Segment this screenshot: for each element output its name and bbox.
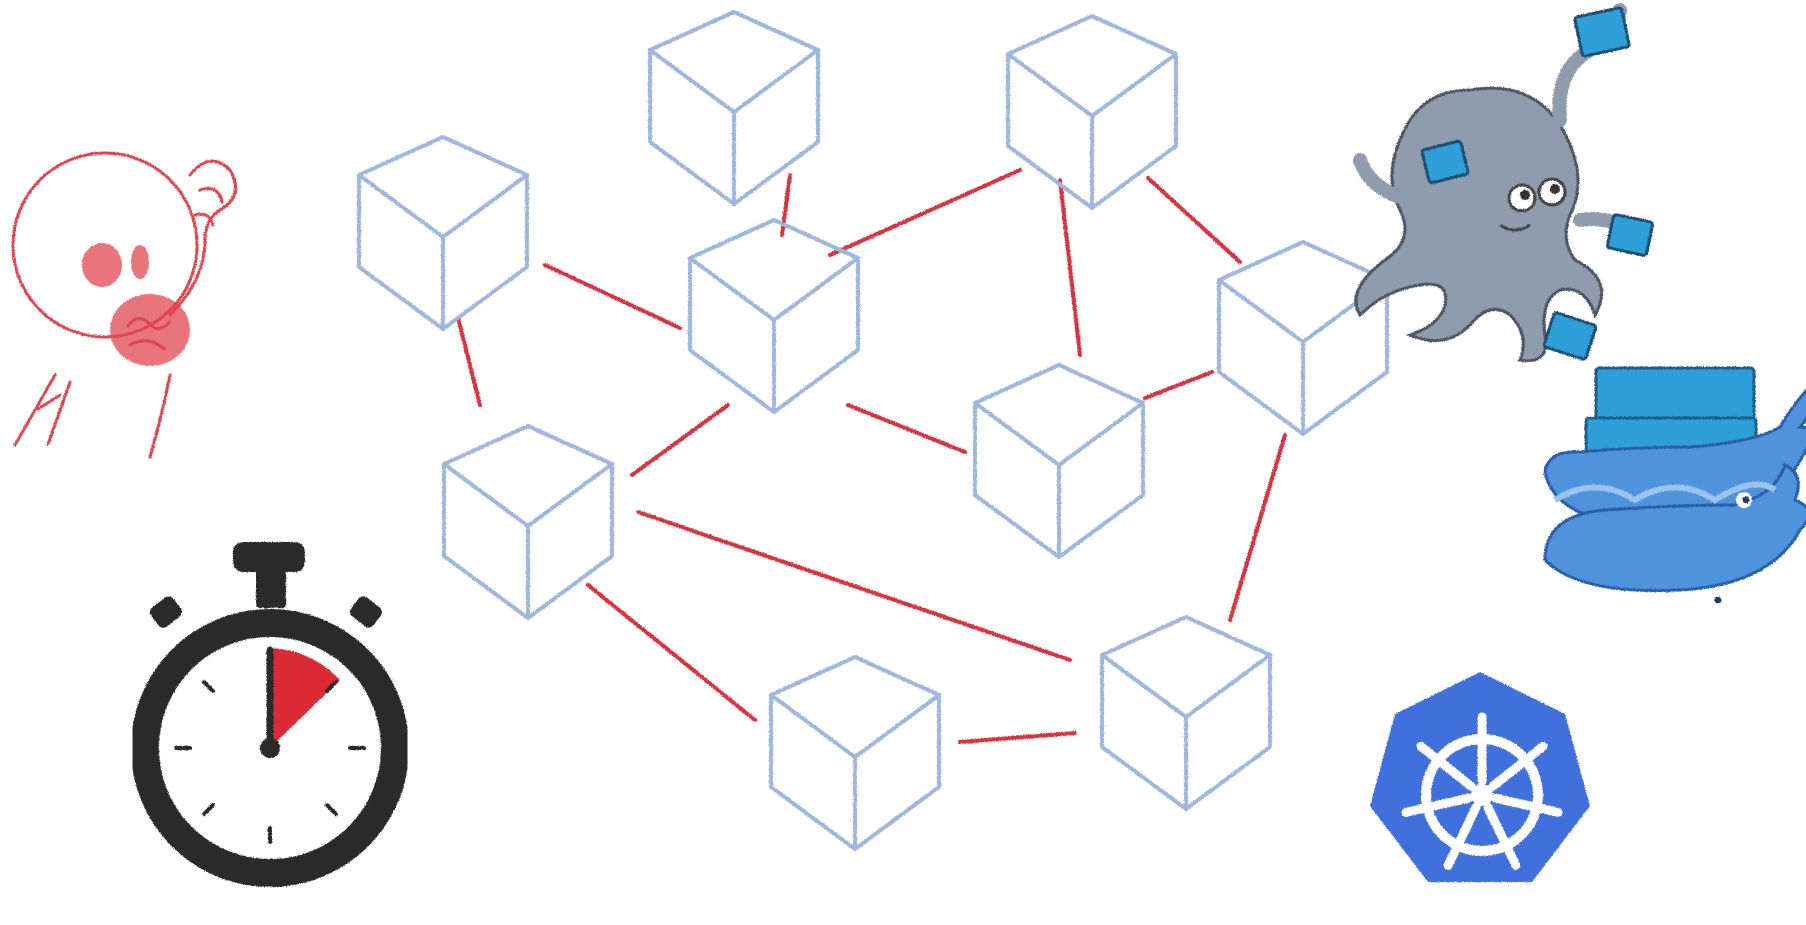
docker-whale-icon: [1543, 366, 1806, 608]
network-node-cube: [973, 363, 1145, 559]
edge: [1143, 370, 1214, 400]
edge: [1058, 178, 1082, 357]
network-node-cube: [1100, 615, 1272, 811]
network-edges: [456, 168, 1287, 744]
edge: [1146, 176, 1242, 264]
network-node-cube: [1217, 240, 1389, 436]
network-node-cube: [442, 424, 614, 620]
edge: [828, 168, 1022, 257]
network-nodes: [357, 10, 1389, 851]
helm-spoke: [1491, 793, 1563, 817]
helm-spoke: [1483, 803, 1521, 870]
helm-spoke: [1416, 741, 1476, 791]
edge: [586, 583, 757, 722]
edge: [630, 403, 730, 477]
helm-spoke: [1443, 803, 1481, 870]
helm-spoke: [1401, 793, 1473, 817]
network-node-cube: [357, 135, 529, 331]
edge: [543, 263, 682, 330]
edge: [456, 316, 482, 407]
edge: [846, 403, 967, 454]
stopwatch-icon: [131, 542, 409, 887]
network-node-cube: [648, 10, 820, 206]
edge: [636, 510, 1072, 662]
edge: [958, 731, 1077, 744]
compose-octopus-icon: [1353, 3, 1655, 363]
edge: [1228, 433, 1287, 622]
confused-person-icon: [11, 151, 238, 459]
network-node-cube: [688, 218, 860, 414]
helm-spoke: [1488, 741, 1548, 791]
kubernetes-helm-icon: [1370, 672, 1590, 882]
network-node-cube: [1006, 14, 1178, 210]
network-node-cube: [769, 655, 941, 851]
